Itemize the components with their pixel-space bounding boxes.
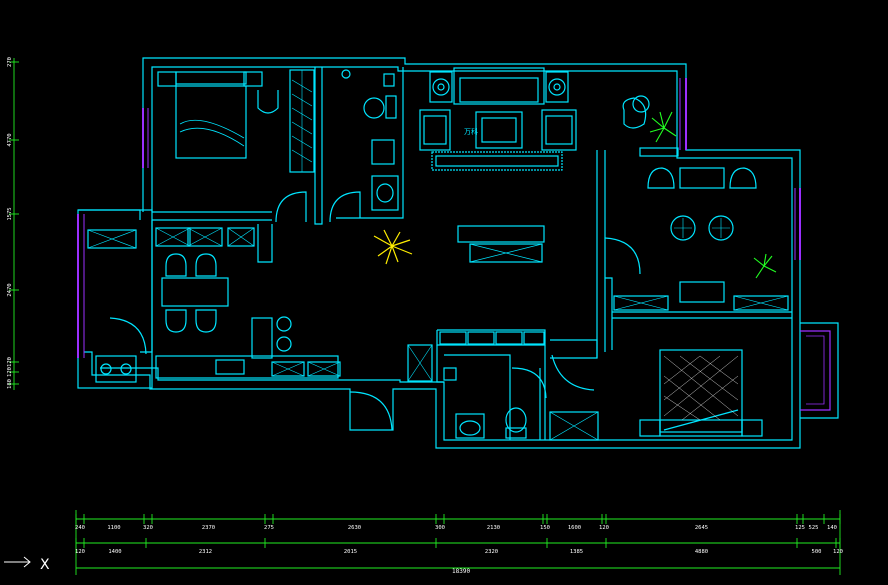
sofa xyxy=(453,67,545,105)
dimension-label: 275 xyxy=(264,525,274,531)
dimension-label: 2470 xyxy=(7,283,13,296)
dimension-label: 120 xyxy=(75,549,85,555)
ucs-x-label: X xyxy=(40,557,50,573)
bedroom-door xyxy=(275,191,307,223)
dimension-label: 4770 xyxy=(7,133,13,146)
master-bed-pattern xyxy=(663,355,739,421)
dimension-label: 2645 xyxy=(695,525,708,531)
outer-wall-inner-north xyxy=(151,66,793,323)
outer-wall-north-west xyxy=(142,57,801,323)
dimension-label: 2015 xyxy=(344,549,357,555)
plant-green-1 xyxy=(649,111,677,143)
study-door xyxy=(604,237,641,275)
dimension-label: 1100 xyxy=(107,525,120,531)
kitchen-door xyxy=(109,317,147,355)
dimension-lines xyxy=(13,58,841,575)
bed-1 xyxy=(175,85,247,159)
dimension-label: 1600 xyxy=(568,525,581,531)
dimension-ticks xyxy=(75,514,841,548)
outer-wall-south xyxy=(84,323,801,449)
dimension-label: 2370 xyxy=(202,525,215,531)
study-chair-2 xyxy=(708,215,734,241)
plant-green-2 xyxy=(753,253,777,279)
sofa-label: 万科 xyxy=(464,127,478,136)
dimension-label: 500 xyxy=(812,549,822,555)
plant-yellow xyxy=(373,229,413,265)
dining-table xyxy=(161,277,229,307)
dimension-label: 125 xyxy=(795,525,805,531)
dimension-label: 180 xyxy=(7,379,13,389)
bay-window xyxy=(800,322,839,419)
toilet-2 xyxy=(505,407,527,433)
dimension-label: 1400 xyxy=(108,549,121,555)
bath2-door xyxy=(511,367,547,399)
master-bed xyxy=(659,349,743,433)
dimension-label: 1385 xyxy=(570,549,583,555)
toilet-1 xyxy=(363,97,385,119)
entry-door xyxy=(349,391,393,431)
study-chair-1 xyxy=(670,215,696,241)
dimension-bottom-row: 120 1400 2312 2015 2320 1385 4880 500 120 xyxy=(75,549,843,555)
dimension-label: 2630 xyxy=(348,525,361,531)
dimension-label: 150 xyxy=(540,525,550,531)
dimension-label: 1575 xyxy=(7,207,13,220)
dimension-label: 2130 xyxy=(487,525,500,531)
tv-cabinet xyxy=(457,225,545,243)
dimension-top-row: 240 1100 320 2370 275 2630 300 2130 150 1600 120 26… xyxy=(75,525,837,531)
dimension-total: 18390 xyxy=(452,568,470,575)
bath-door xyxy=(329,191,361,223)
dimension-label: 120 xyxy=(7,367,13,377)
dimension-label: 140 xyxy=(827,525,837,531)
dimension-label: 4880 xyxy=(695,549,708,555)
dimension-label: 120 xyxy=(599,525,609,531)
dimension-label: 240 xyxy=(75,525,85,531)
dimension-label: 525 xyxy=(809,525,819,531)
dimension-label: 270 xyxy=(7,57,13,67)
dimension-label: 120 xyxy=(833,549,843,555)
dimension-label: 2312 xyxy=(199,549,212,555)
ucs-icon xyxy=(4,556,31,568)
dimension-label: 320 xyxy=(143,525,153,531)
floor-plan xyxy=(77,57,839,449)
master-door xyxy=(551,354,595,391)
dimension-label: 300 xyxy=(435,525,445,531)
dimension-label: 2320 xyxy=(485,549,498,555)
coffee-table xyxy=(475,111,523,149)
left-balcony xyxy=(77,209,153,389)
dimension-label: 120 xyxy=(7,357,13,367)
outer-wall-south-inner xyxy=(100,323,793,441)
